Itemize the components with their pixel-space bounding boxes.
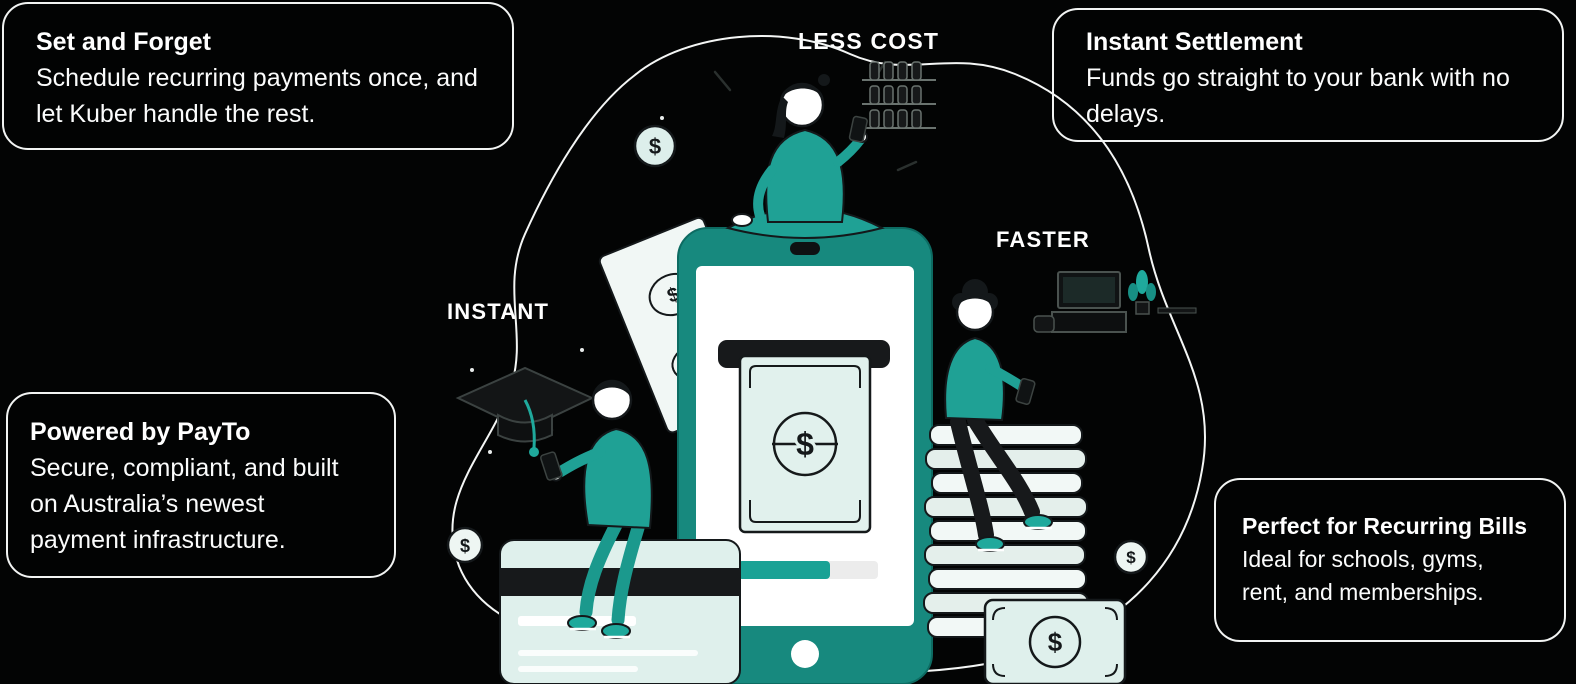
living-room-icon — [1033, 270, 1197, 333]
handheld-phone — [848, 115, 868, 143]
home-button — [791, 640, 819, 668]
callout-set-and-forget: Set and Forget Schedule recurring paymen… — [2, 2, 514, 150]
dollar-coin: $ — [446, 526, 484, 564]
dumbbell-rack-icon — [862, 61, 936, 129]
label-less-cost: LESS COST — [798, 28, 940, 54]
person-left — [540, 379, 653, 639]
person-right — [944, 279, 1053, 552]
label-faster: FASTER — [996, 227, 1090, 252]
callout-title: Powered by PayTo — [30, 418, 251, 446]
dollar-glyph: $ — [649, 134, 661, 159]
callout-body: Schedule recurring payments once, and le… — [36, 64, 478, 128]
dollar-glyph: $ — [1126, 548, 1136, 567]
handheld-phone — [1015, 377, 1036, 405]
callout-recurring-bills: Perfect for Recurring Bills Ideal for sc… — [1214, 478, 1566, 642]
callout-title: Instant Settlement — [1086, 28, 1303, 56]
dollar-coin: $ — [1113, 539, 1149, 575]
payments-illustration: $ $ — [446, 35, 1207, 684]
callout-body: Ideal for schools, gyms, rent, and membe… — [1242, 546, 1484, 605]
dollar-glyph: $ — [796, 426, 814, 462]
label-instant: INSTANT — [447, 299, 550, 324]
graduation-cap-icon — [455, 366, 595, 457]
callout-instant-settlement: Instant Settlement Funds go straight to … — [1052, 8, 1564, 142]
callout-body: Funds go straight to your bank with no d… — [1086, 64, 1510, 128]
callout-body: Secure, compliant, and built on Australi… — [30, 454, 339, 554]
dollar-glyph: $ — [460, 536, 470, 556]
person-top — [725, 74, 885, 239]
dollar-glyph: $ — [1048, 627, 1063, 657]
banknote-on-screen: $ — [738, 354, 872, 534]
progress-bar — [738, 561, 878, 579]
dollar-coin: $ — [633, 124, 677, 168]
handheld-phone — [540, 451, 563, 481]
banknote-bottom: $ — [983, 598, 1127, 684]
callout-title: Set and Forget — [36, 28, 212, 56]
callout-title: Perfect for Recurring Bills — [1242, 513, 1528, 539]
phone-speaker — [790, 242, 820, 255]
callout-powered-by-payto: Powered by PayTo Secure, compliant, and … — [6, 392, 396, 578]
